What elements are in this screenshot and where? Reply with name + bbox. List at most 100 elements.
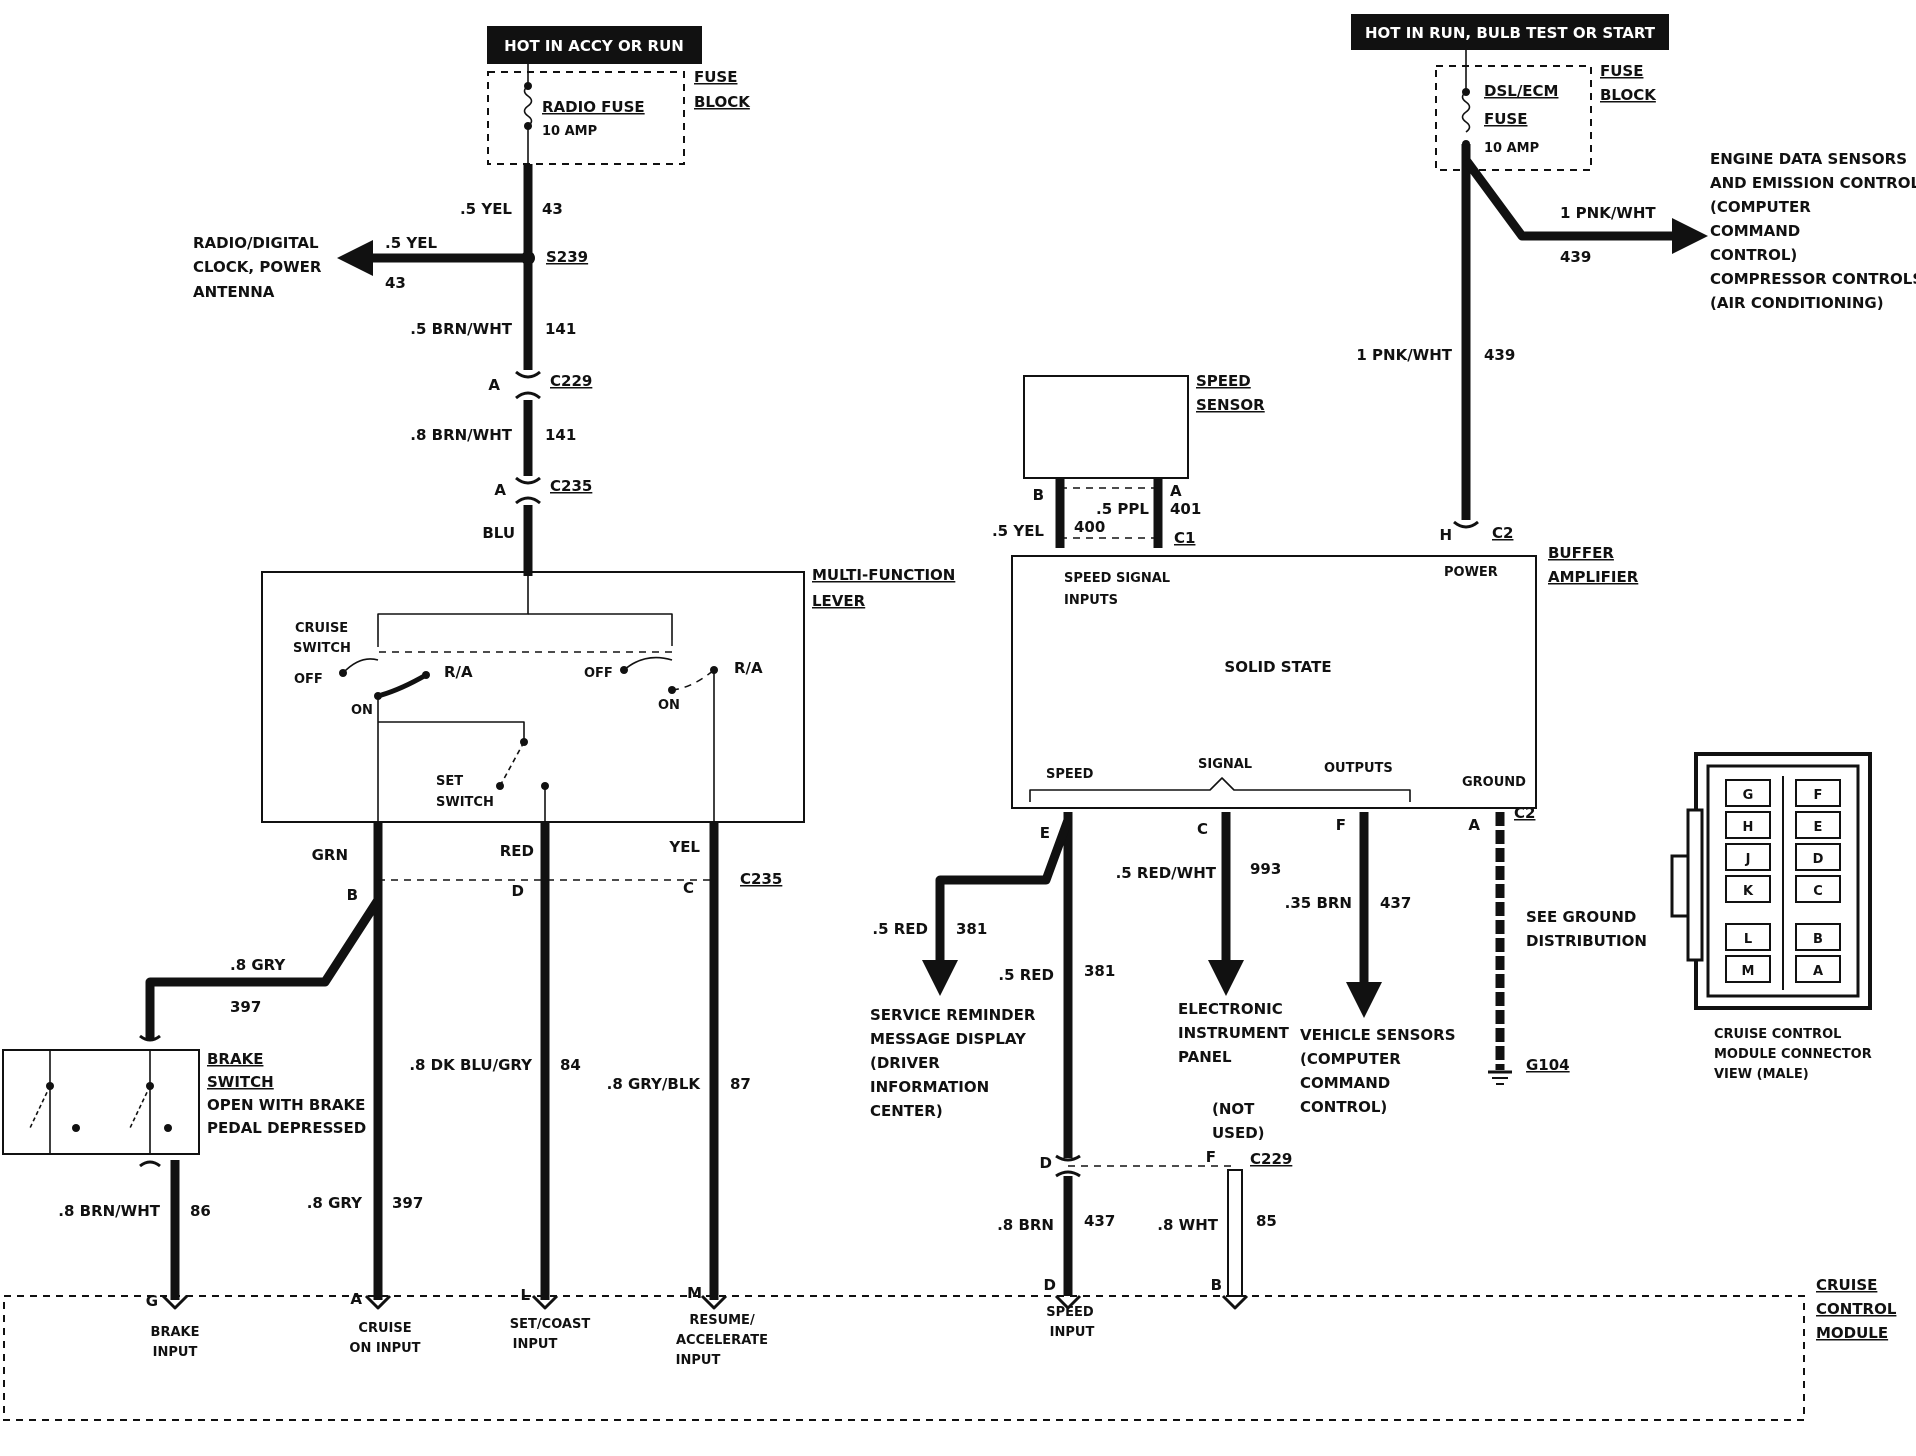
brake-switch-title-2: SWITCH <box>207 1073 274 1091</box>
c235-pin-c: C <box>683 879 694 897</box>
red-wht-993-num: 993 <box>1250 860 1281 878</box>
service-label-5: CENTER) <box>870 1102 943 1120</box>
cruise-control-module: CRUISE CONTROL MODULE G A L M D B BRAKE … <box>3 1276 1897 1421</box>
dkblu-84-num: 84 <box>560 1056 581 1074</box>
cruise-input-2: ON INPUT <box>349 1341 420 1356</box>
buffer-c2-top: C2 <box>1492 524 1513 542</box>
brn-86-num: 86 <box>190 1202 211 1220</box>
pnk-wht-size: 1 PNK/WHT <box>1356 346 1452 364</box>
buffer-signal-label: SIGNAL <box>1198 757 1252 772</box>
vehicle-label-2: (COMPUTER <box>1300 1050 1401 1068</box>
yel-label: YEL <box>668 838 700 856</box>
buffer-c2-bottom: C2 <box>1514 804 1535 822</box>
gry2-397-num: 397 <box>392 1194 423 1212</box>
ra-label: R/A <box>734 659 763 677</box>
module-pin-g: G <box>146 1292 158 1310</box>
buffer-outputs-label: OUTPUTS <box>1324 761 1393 776</box>
dsl-ecm-fuse-amp: 10 AMP <box>1484 141 1539 156</box>
speed-sensor: SPEED SENSOR B A .5 PPL 401 .5 YEL 400 C… <box>992 372 1265 548</box>
module-title-1: CRUISE <box>1816 1276 1877 1294</box>
radio-label-3: ANTENNA <box>193 283 275 301</box>
brn8-437-num: 437 <box>1084 1212 1115 1230</box>
brn8-437-size: .8 BRN <box>997 1216 1054 1234</box>
fuse-block-label-1: FUSE <box>694 68 737 86</box>
cruise-ra-label: R/A <box>444 663 473 681</box>
mfl-title-2: LEVER <box>812 592 866 610</box>
dkblu-84-size: .8 DK BLU/GRY <box>409 1056 533 1074</box>
fuse-block-right-2: BLOCK <box>1600 86 1657 104</box>
ground-label-1: SEE GROUND <box>1526 908 1636 926</box>
module-title-3: MODULE <box>1816 1324 1888 1342</box>
brake-input-1: BRAKE <box>151 1325 200 1340</box>
radio-fuse-amp: 10 AMP <box>542 124 597 139</box>
connector-pin-g: G <box>1743 788 1754 803</box>
ra-off-label: OFF <box>584 666 613 681</box>
cruise-off-label: OFF <box>294 672 323 687</box>
eip-label-2: INSTRUMENT <box>1178 1024 1290 1042</box>
buffer-pin-h: H <box>1439 526 1452 544</box>
speed-signal-inputs-2: INPUTS <box>1064 593 1118 608</box>
wire-141b-size: .8 BRN/WHT <box>410 426 512 444</box>
not-used-1: (NOT <box>1212 1100 1255 1118</box>
engine-label-4: COMMAND <box>1710 222 1800 240</box>
brn-437-num: 437 <box>1380 894 1411 912</box>
yel-400-num: 400 <box>1074 518 1105 536</box>
engine-label-5: CONTROL) <box>1710 246 1797 264</box>
connector-pins-left: G H J K L M <box>1725 779 1771 983</box>
connector-pin-l: L <box>1744 932 1752 947</box>
ppl-num: 401 <box>1170 500 1201 518</box>
cruise-on-label: ON <box>351 703 373 718</box>
signal-outputs-bracket <box>1029 777 1411 802</box>
red-wht-993-size: .5 RED/WHT <box>1116 864 1217 882</box>
engine-label-2: AND EMISSION CONTROLS <box>1710 174 1916 192</box>
brake-switch-desc-1: OPEN WITH BRAKE <box>207 1096 365 1114</box>
red-branch-size: .5 RED <box>872 920 928 938</box>
engine-label-7: (AIR CONDITIONING) <box>1710 294 1884 312</box>
c235-pin-d: D <box>512 882 524 900</box>
engine-label-1: ENGINE DATA SENSORS <box>1710 150 1907 168</box>
vehicle-label-3: COMMAND <box>1300 1074 1390 1092</box>
radio-label-2: CLOCK, POWER <box>193 258 322 276</box>
brake-switch-title-1: BRAKE <box>207 1050 263 1068</box>
engine-label-3: (COMPUTER <box>1710 198 1811 216</box>
speed-sensor-title-2: SENSOR <box>1196 396 1265 414</box>
brn-86-size: .8 BRN/WHT <box>58 1202 160 1220</box>
radio-label-1: RADIO/DIGITAL <box>193 234 319 252</box>
wire-43-num: 43 <box>542 200 563 218</box>
module-pin-b: B <box>1211 1276 1222 1294</box>
dsl-ecm-fuse-block: DSL/ECM FUSE 10 AMP FUSE BLOCK <box>1435 50 1657 171</box>
gry-397-branch <box>145 897 382 1040</box>
fuse-block-label-2: BLOCK <box>694 93 751 111</box>
gry2-397-size: .8 GRY <box>307 1194 363 1212</box>
module-pin-l: L <box>520 1286 530 1304</box>
module-pin-m: M <box>687 1284 702 1302</box>
service-label-4: INFORMATION <box>870 1078 989 1096</box>
connector-pins-right: F E D C B A <box>1795 779 1841 983</box>
speed-input-2: INPUT <box>1050 1325 1095 1340</box>
yel-400-size: .5 YEL <box>992 522 1044 540</box>
grn-label: GRN <box>312 846 348 864</box>
engine-label-6: COMPRESSOR CONTROLS <box>1710 270 1916 288</box>
service-label-1: SERVICE REMINDER <box>870 1006 1036 1024</box>
hot-accy-run-label: HOT IN ACCY OR RUN <box>504 37 684 55</box>
left-feed-wires: .5 YEL 43 S239 .5 YEL 43 RADIO/DIGITAL C… <box>193 164 592 576</box>
buffer-pin-a: A <box>1468 816 1480 834</box>
connector-pin-h: H <box>1743 820 1754 835</box>
module-title-2: CONTROL <box>1816 1300 1897 1318</box>
gry-397-num: 397 <box>230 998 261 1016</box>
c229-pin-f: F <box>1206 1148 1216 1166</box>
hot-run-bulb-banner: HOT IN RUN, BULB TEST OR START <box>1351 14 1669 50</box>
radio-branch-size: .5 YEL <box>385 234 437 252</box>
set-coast-input-1: SET/COAST <box>510 1317 591 1332</box>
multi-function-lever: MULTI-FUNCTION LEVER CRUISE SWITCH OFF O… <box>261 566 955 823</box>
connector-pin-c: C <box>1813 884 1823 899</box>
hot-run-bulb-label: HOT IN RUN, BULB TEST OR START <box>1365 24 1656 42</box>
wire-141b-num: 141 <box>545 426 576 444</box>
wire-141-num: 141 <box>545 320 576 338</box>
fuse-block-right-1: FUSE <box>1600 62 1643 80</box>
wht-85-size: .8 WHT <box>1157 1216 1218 1234</box>
red-label: RED <box>500 842 534 860</box>
c229-pin-a: A <box>488 376 500 394</box>
connector-caption-2: MODULE CONNECTOR <box>1714 1047 1872 1062</box>
right-feed-wires: 1 PNK/WHT 439 1 PNK/WHT 439 ENGINE DATA … <box>1356 144 1916 544</box>
